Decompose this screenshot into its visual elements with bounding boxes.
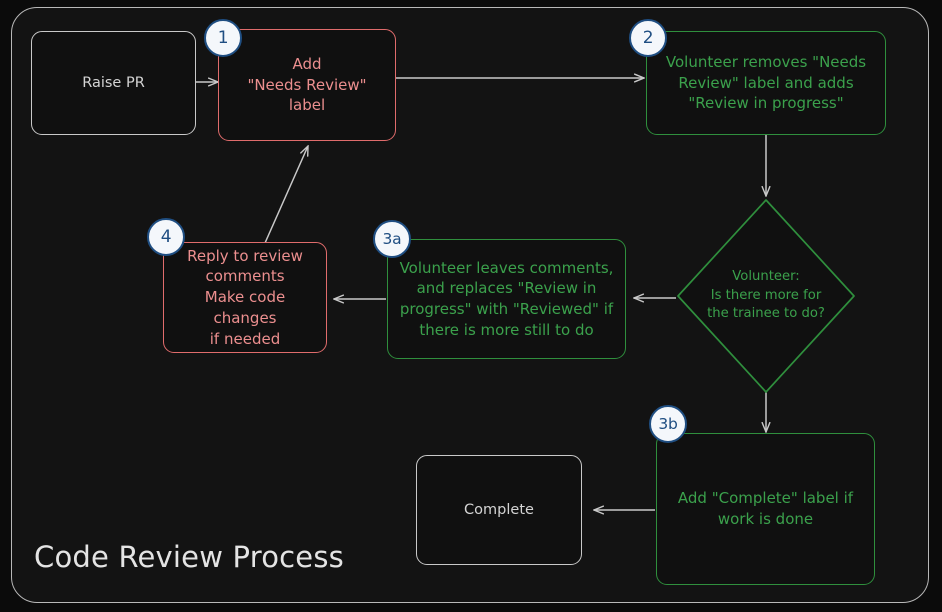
step-badge-4-text: 4 xyxy=(160,227,172,247)
step-badge-1-text: 1 xyxy=(217,28,229,48)
step-badge-2: 2 xyxy=(629,19,667,57)
node-add-complete[interactable]: Add "Complete" label if work is done xyxy=(656,433,875,585)
decision-diamond-shape xyxy=(677,199,855,393)
node-leaves-comments-label: Volunteer leaves comments, and replaces … xyxy=(399,258,614,339)
node-add-needs-review[interactable]: Add "Needs Review" label xyxy=(218,29,396,141)
node-decision-label: Volunteer: Is there more for the trainee… xyxy=(707,268,825,322)
node-leaves-comments[interactable]: Volunteer leaves comments, and replaces … xyxy=(387,239,626,359)
node-raise-pr[interactable]: Raise PR xyxy=(31,31,196,135)
node-add-needs-review-label: Add "Needs Review" label xyxy=(247,54,367,115)
step-badge-2-text: 2 xyxy=(642,28,654,48)
node-volunteer-takes-label: Volunteer removes "Needs Review" label a… xyxy=(665,52,867,113)
step-badge-3a-text: 3a xyxy=(382,230,402,248)
node-raise-pr-label: Raise PR xyxy=(82,75,145,91)
step-badge-4: 4 xyxy=(147,218,185,256)
step-badge-3a: 3a xyxy=(373,220,411,258)
node-decision[interactable]: Volunteer: Is there more for the trainee… xyxy=(676,198,856,394)
node-add-complete-label: Add "Complete" label if work is done xyxy=(677,489,854,528)
step-badge-3b-text: 3b xyxy=(658,415,678,433)
node-reply-to-review-label: Reply to review comments Make code chang… xyxy=(187,246,303,348)
step-badge-1: 1 xyxy=(204,19,242,57)
node-reply-to-review[interactable]: Reply to review comments Make code chang… xyxy=(163,242,327,353)
step-badge-3b: 3b xyxy=(649,405,687,443)
node-complete-label: Complete xyxy=(464,502,534,518)
diagram-title: Code Review Process xyxy=(34,540,344,574)
node-complete[interactable]: Complete xyxy=(416,455,582,565)
node-volunteer-takes[interactable]: Volunteer removes "Needs Review" label a… xyxy=(646,31,886,135)
